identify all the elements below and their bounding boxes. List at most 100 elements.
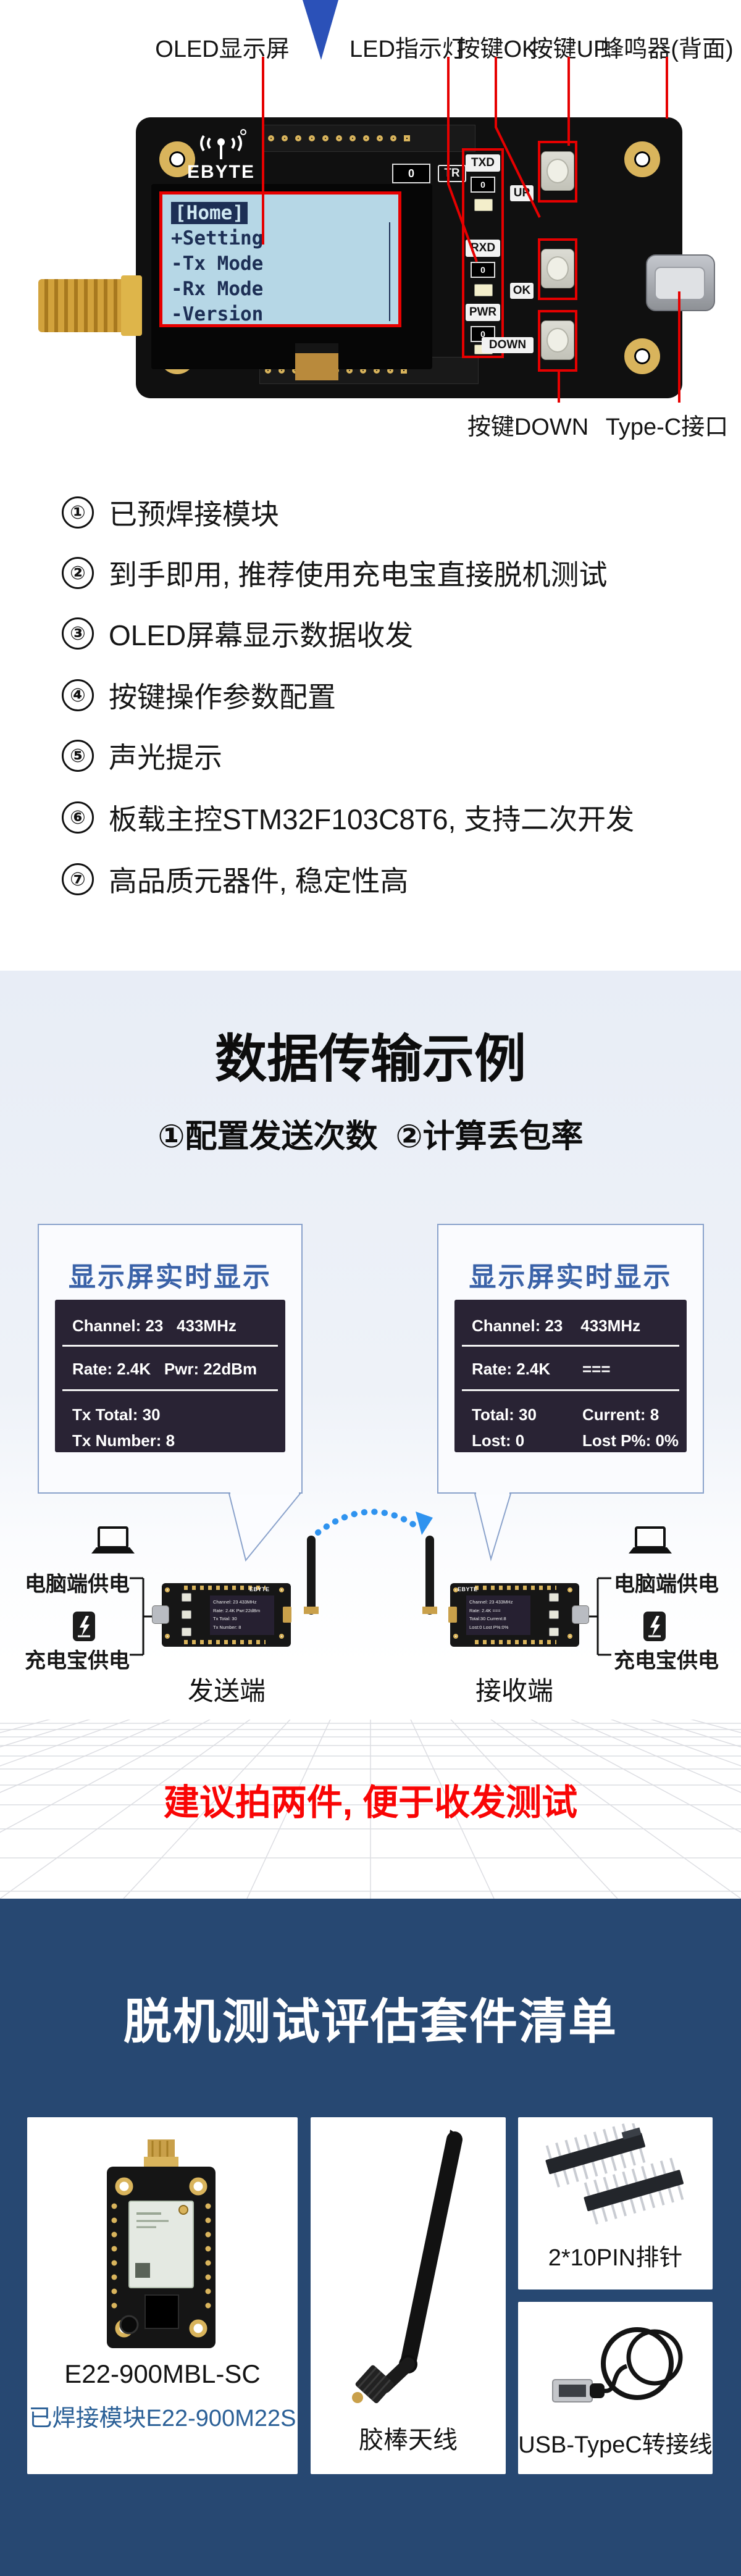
rx-row-signal: === bbox=[582, 1360, 611, 1378]
oled-menu-version: -Version bbox=[171, 303, 264, 325]
antenna-image bbox=[352, 2130, 463, 2404]
kit-card-antenna: 胶棒天线 bbox=[311, 2117, 506, 2474]
oled-menu-home: [Home] bbox=[171, 202, 248, 224]
callout-key-down: 按键DOWN bbox=[467, 414, 589, 440]
tx-oled-readout bbox=[55, 1300, 285, 1452]
kit-item-name: 胶棒天线 bbox=[359, 2427, 458, 2454]
sender-label: 发送端 bbox=[187, 1676, 266, 1705]
rx-row-current: Current: 8 bbox=[582, 1405, 659, 1424]
txd-label: TXD bbox=[466, 154, 500, 172]
mounting-hole bbox=[159, 141, 195, 177]
rx-antenna bbox=[425, 1536, 434, 1615]
transfer-subtitle: ①配置发送次数 ②计算丢包率 bbox=[157, 1119, 584, 1155]
kit-item-name: 2*10PIN排针 bbox=[548, 2245, 683, 2271]
key-ok-highlight bbox=[538, 238, 577, 300]
kit-item-name: USB-TypeC转接线 bbox=[518, 2432, 713, 2458]
receiver-label: 接收端 bbox=[475, 1676, 553, 1705]
blue-pointer-arrow-icon bbox=[303, 0, 338, 60]
laptop-icon bbox=[629, 1526, 672, 1554]
txd-resistor: 0 bbox=[471, 177, 495, 193]
pin-header-image bbox=[545, 2123, 684, 2225]
mounting-hole bbox=[624, 141, 660, 177]
oled-scroll-line bbox=[389, 222, 390, 321]
mini-sma bbox=[283, 1607, 291, 1623]
kit-title: 脱机测试评估套件清单 bbox=[123, 1994, 618, 2049]
key-down-button bbox=[541, 320, 574, 360]
antenna-logo-icon bbox=[200, 129, 246, 159]
mini-typec bbox=[572, 1605, 589, 1624]
arc-arrowhead-icon bbox=[416, 1512, 433, 1535]
txd-led bbox=[474, 199, 493, 211]
down-silk-label: DOWN bbox=[482, 337, 534, 353]
typec-connector bbox=[646, 254, 715, 311]
oled-menu-setting: +Setting bbox=[171, 227, 264, 249]
kit-card-module: E22-900MBL-SC 已焊接模块E22-900M22S bbox=[27, 2117, 298, 2474]
tx-row-rate: Rate: 2.4K Pwr: 22dBm bbox=[72, 1360, 257, 1378]
sender-bank-power-label: 充电宝供电 bbox=[25, 1649, 130, 1673]
rx-oled-readout bbox=[454, 1300, 687, 1452]
receiver-pc-power-label: 电脑端供电 bbox=[614, 1573, 719, 1596]
ok-silk-label: OK bbox=[510, 283, 534, 299]
key-up-button bbox=[541, 151, 574, 191]
callout-typec-port: Type-C接口 bbox=[605, 414, 729, 440]
pwr-label: PWR bbox=[466, 304, 500, 321]
callout-oled-display: OLED显示屏 bbox=[155, 36, 290, 62]
callout-led-indicator: LED指示灯 bbox=[350, 36, 466, 62]
oled-menu-rxmode: -Rx Mode bbox=[171, 278, 264, 300]
pin-header-row-top bbox=[262, 125, 475, 152]
mounting-hole bbox=[624, 338, 660, 374]
powerbank-icon bbox=[643, 1612, 666, 1641]
rxd-resistor: 0 bbox=[471, 262, 495, 278]
mini-sma bbox=[448, 1607, 457, 1623]
tx-row-total: Tx Total: 30 bbox=[72, 1405, 161, 1424]
key-ok-button bbox=[541, 249, 574, 288]
rx-row-lost: Lost: 0 bbox=[472, 1431, 525, 1450]
purchase-advice-note: 建议拍两件, 便于收发测试 bbox=[163, 1783, 578, 1823]
module-board-image bbox=[107, 2139, 216, 2348]
led-column-highlight bbox=[462, 148, 504, 358]
tr-resistor: 0 bbox=[392, 164, 430, 183]
brand-text: EBYTE bbox=[186, 162, 256, 182]
rx-row-rate: Rate: 2.4K bbox=[472, 1360, 551, 1378]
screen-divider bbox=[62, 1345, 278, 1347]
tx-row-channel: Channel: 23 433MHz bbox=[72, 1316, 237, 1335]
kit-item-subtitle: 已焊接模块E22-900M22S bbox=[28, 2406, 296, 2432]
oled-menu-txmode: -Tx Mode bbox=[171, 253, 264, 275]
sma-antenna-connector bbox=[38, 279, 137, 332]
key-up-highlight bbox=[538, 141, 577, 203]
kit-card-usb-cable: USB-TypeC转接线 bbox=[518, 2302, 713, 2474]
powerbank-icon bbox=[73, 1612, 95, 1641]
ebyte-logo: EBYTE bbox=[184, 128, 258, 183]
rx-row-channel: Channel: 23 433MHz bbox=[472, 1316, 641, 1335]
oled-screen: [Home] +Setting -Tx Mode -Rx Mode -Versi… bbox=[159, 191, 401, 327]
laptop-icon bbox=[91, 1526, 135, 1554]
rxd-led bbox=[474, 284, 493, 296]
rx-row-total: Total: 30 bbox=[472, 1405, 537, 1424]
tx-panel-title: 显示屏实时显示 bbox=[69, 1262, 272, 1292]
screen-divider bbox=[462, 1345, 679, 1347]
panel-pointer-tails bbox=[228, 1492, 512, 1562]
tx-antenna bbox=[307, 1536, 316, 1615]
perspective-grid bbox=[0, 1720, 741, 1899]
device-graphics bbox=[73, 1508, 672, 1656]
usb-cable-image bbox=[551, 2327, 682, 2402]
screen-divider bbox=[62, 1389, 278, 1391]
rx-panel-title: 显示屏实时显示 bbox=[469, 1262, 672, 1292]
sender-pc-power-label: 电脑端供电 bbox=[25, 1573, 130, 1596]
hero-annotation-lines bbox=[262, 0, 680, 403]
receiver-bank-power-label: 充电宝供电 bbox=[614, 1649, 719, 1673]
screen-divider bbox=[462, 1389, 679, 1391]
tx-row-number: Tx Number: 8 bbox=[72, 1431, 175, 1450]
oled-flex-connector bbox=[295, 343, 338, 380]
mini-typec bbox=[152, 1605, 169, 1624]
